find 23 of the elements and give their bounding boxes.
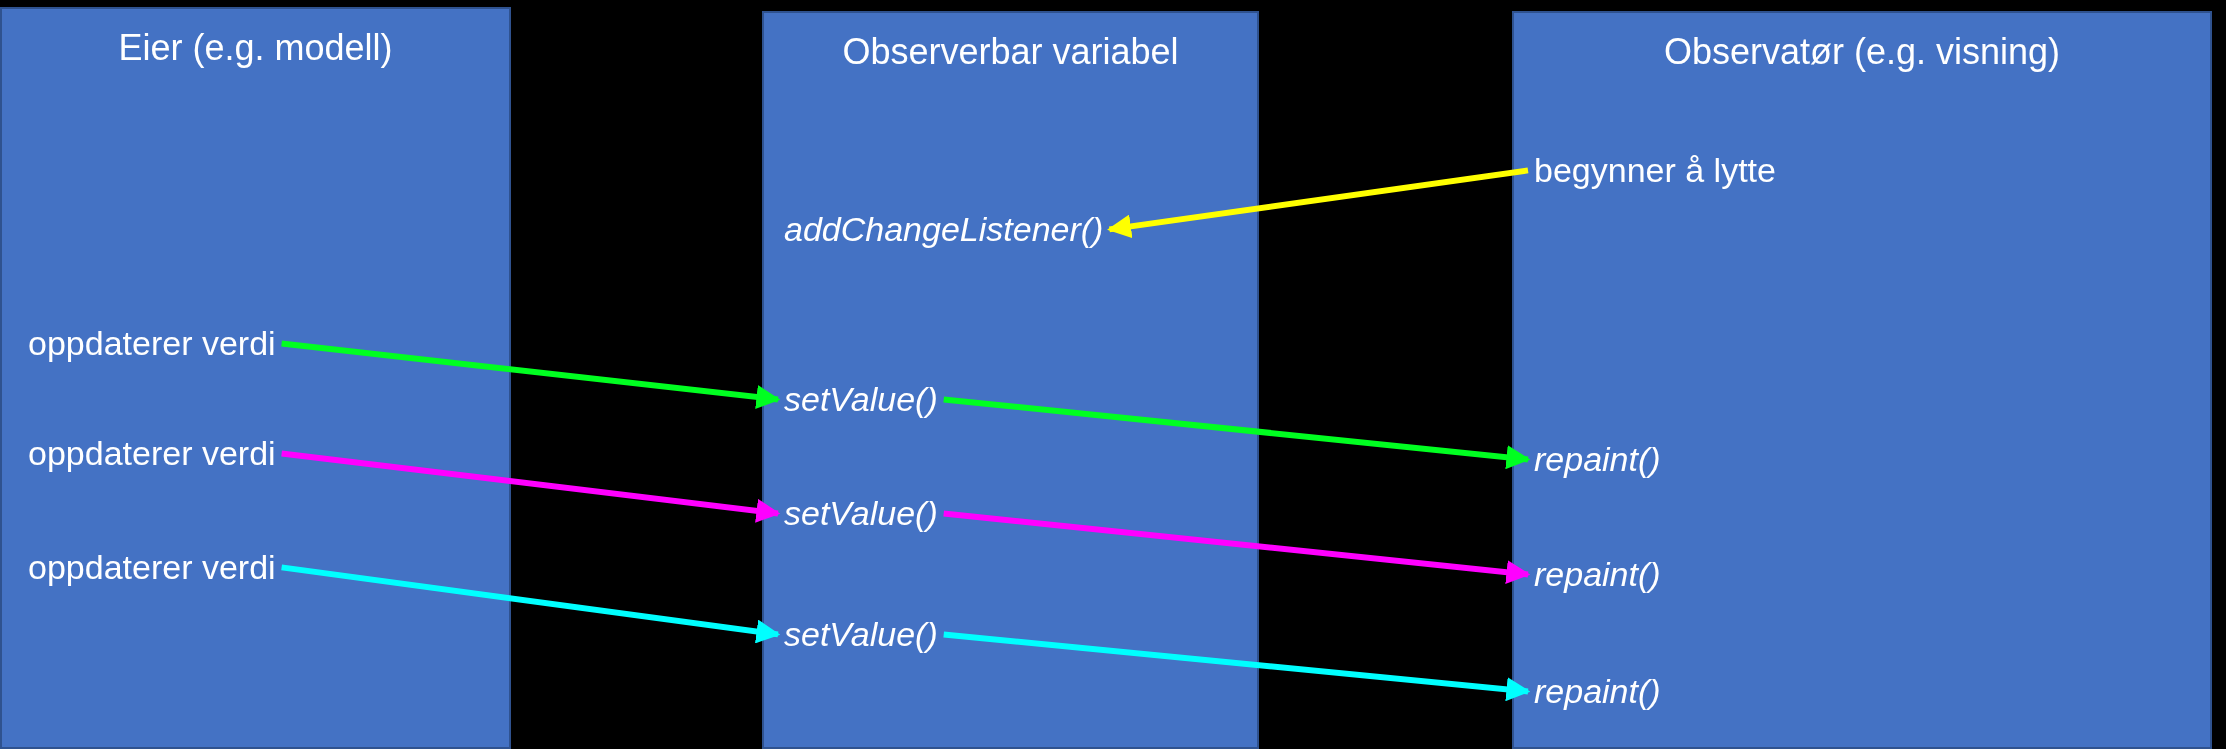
arrow (281, 340, 781, 409)
method-call-text: setValue() (778, 493, 944, 534)
action-text: oppdaterer verdi (22, 323, 282, 364)
method-call-text: repaint() (1528, 671, 1667, 712)
column-panel (0, 7, 511, 749)
method-call-text: repaint() (1528, 439, 1667, 480)
arrow (281, 450, 781, 523)
method-call-text: setValue() (778, 379, 944, 420)
column-heading: Observatør (e.g. visning) (1662, 31, 2062, 73)
method-call-text: setValue() (778, 614, 944, 655)
column-panel (1512, 11, 2212, 749)
column-heading: Eier (e.g. modell) (117, 27, 394, 69)
arrow (281, 564, 781, 644)
method-call-text: repaint() (1528, 554, 1667, 595)
action-text: begynner å lytte (1528, 150, 1782, 191)
method-call-text: addChangeListener() (778, 209, 1110, 250)
column-panel (762, 11, 1259, 749)
arrow (943, 631, 1531, 702)
arrow (943, 510, 1531, 585)
action-text: oppdaterer verdi (22, 433, 282, 474)
column-heading: Observerbar variabel (841, 31, 1180, 73)
arrow (943, 396, 1531, 470)
action-text: oppdaterer verdi (22, 547, 282, 588)
